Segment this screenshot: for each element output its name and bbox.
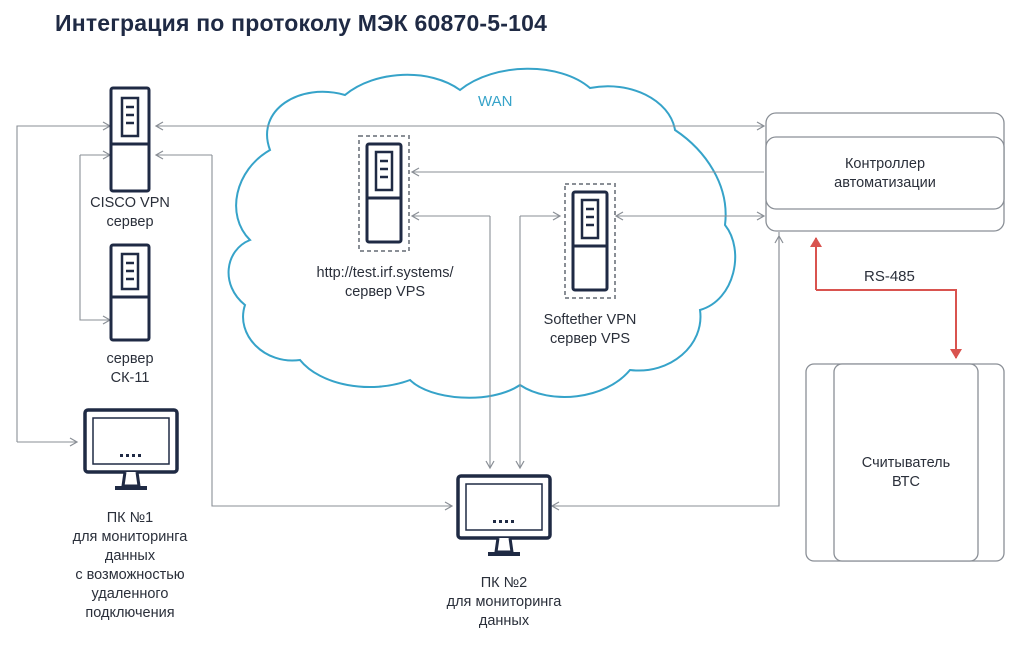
reader-line-1: Считыватель [861,455,951,471]
server-icon [358,135,410,252]
softether-label: Softether VPN сервер VPS [515,311,665,349]
pc2-line-3: данных [478,613,530,629]
vps-irf-label: http://test.irf.systems/ сервер VPS [290,264,480,302]
reader-label: Считыватель ВТС [835,454,977,492]
controller-line-1: Контроллер [844,156,926,172]
cisco-vpn-line-1: CISCO VPN [90,195,170,211]
rs485-label: RS-485 [864,268,915,285]
pc2-line-2: для мониторинга [446,594,562,610]
pc1-line-5: удаленного [91,586,169,602]
server-icon [109,86,151,193]
pc2-line-1: ПК №2 [480,575,528,591]
pc1-line-3: данных [104,548,156,564]
server-icon [109,243,151,342]
rs485-link [810,237,962,359]
controller-line-2: автоматизации [834,175,936,191]
controller-box [765,112,1005,232]
ck11-line-2: СК-11 [110,370,150,386]
reader-line-2: ВТС [891,474,921,490]
page-title: Интеграция по протоколу МЭК 60870-5-104 [55,10,548,36]
reader-box [805,363,1005,562]
monitor-icon [456,474,552,556]
vps-irf-line-1: http://test.irf.systems/ [316,265,454,281]
pc1-line-1: ПК №1 [106,510,154,526]
server-icon [564,183,616,299]
link-pc1-cisco [16,121,112,442]
ck11-line-1: сервер [106,351,154,367]
pc2-label: ПК №2 для мониторинга данных [424,574,584,631]
connections [16,121,784,511]
cisco-vpn-label: CISCO VPN сервер [70,194,190,232]
controller-label: Контроллер автоматизации [800,155,970,193]
ck11-label: сервер СК-11 [70,350,190,388]
softether-line-2: сервер VPS [549,331,631,347]
cisco-vpn-line-2: сервер [106,214,154,230]
monitor-icon [83,408,179,490]
pc1-line-6: подключения [85,605,175,621]
pc1-line-4: с возможностью [75,567,185,583]
wan-label: WAN [478,93,513,110]
vps-irf-line-2: сервер VPS [344,284,426,300]
softether-line-1: Softether VPN [543,312,637,328]
wan-cloud [227,67,737,399]
link-cisco-pc2 [211,155,454,511]
pc1-label: ПК №1 для мониторинга данных с возможнос… [40,509,220,623]
link-cisco-ck11 [79,155,112,325]
pc1-line-2: для мониторинга [72,529,188,545]
